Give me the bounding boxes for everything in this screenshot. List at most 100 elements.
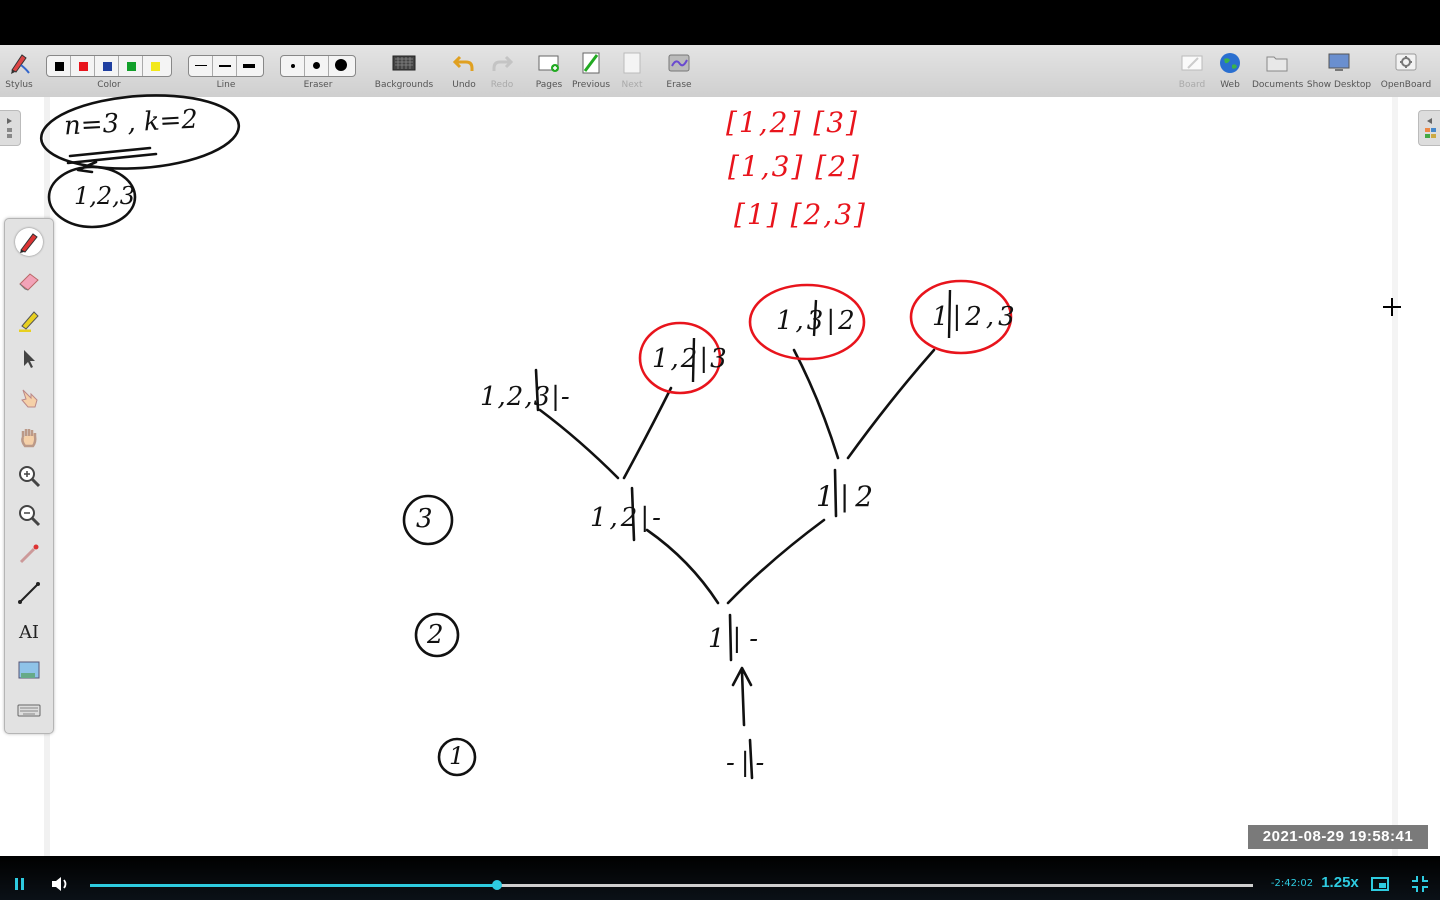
previous-page-button[interactable]: Previous (570, 45, 612, 97)
video-top-letterbox (0, 0, 1440, 45)
highlighter-tool-button[interactable] (15, 306, 43, 334)
previous-page-icon (582, 52, 600, 74)
seek-progress (90, 884, 498, 887)
playback-speed-button[interactable]: 1.25x (1321, 874, 1359, 891)
board-icon (1181, 55, 1203, 71)
tree-leaf-b: 1,2|3 (652, 344, 729, 374)
red-partition-1: [1,2] [3] (726, 106, 859, 139)
documents-button[interactable]: Documents (1252, 45, 1303, 97)
exit-fullscreen-button[interactable] (1409, 873, 1431, 895)
line-thin[interactable] (189, 56, 213, 76)
eraser-small[interactable] (281, 56, 305, 76)
tree-leaf-a: 1,2,3|- (480, 382, 571, 412)
right-panel-toggle[interactable] (1418, 110, 1440, 146)
zoom-in-icon (19, 466, 41, 488)
keyboard-tool-button[interactable] (15, 696, 43, 724)
hand-tool-button[interactable] (15, 423, 43, 451)
color-black[interactable] (47, 56, 71, 76)
eraser-size-selector[interactable] (280, 55, 356, 77)
tree-leaf-c: 1,3|2 (776, 306, 858, 336)
erase-icon (668, 54, 690, 72)
color-green[interactable] (119, 56, 143, 76)
show-desktop-button[interactable]: Show Desktop (1306, 45, 1372, 97)
remaining-time: -2:42:02 (1270, 878, 1314, 889)
capture-tool-button[interactable] (15, 657, 43, 685)
redo-icon (492, 55, 514, 71)
gear-icon (1395, 53, 1417, 71)
laser-pointer-tool-button[interactable] (15, 540, 43, 568)
tree-level1: 1|- (708, 624, 767, 654)
board-button[interactable]: Board (1174, 45, 1210, 97)
openboard-menu-button[interactable]: OpenBoard (1374, 45, 1438, 97)
interact-tool-button[interactable] (15, 384, 43, 412)
text-icon: AI (18, 621, 40, 643)
volume-button[interactable] (49, 873, 71, 895)
eraser-medium[interactable] (305, 56, 329, 76)
line-thick[interactable] (237, 56, 261, 76)
tree-root: -|- (726, 748, 771, 778)
keyboard-icon (17, 704, 41, 717)
video-player-bar (0, 856, 1440, 900)
color-blue[interactable] (95, 56, 119, 76)
recording-timestamp: 2021-08-29 19:58:41 (1248, 825, 1428, 849)
line-tool-button[interactable] (15, 579, 43, 607)
level-1-label: 1 (449, 742, 465, 770)
selector-tool-button[interactable] (15, 345, 43, 373)
stylus-tool[interactable]: Stylus (2, 45, 36, 97)
line-medium[interactable] (213, 56, 237, 76)
stylus-icon (11, 54, 30, 74)
pen-tool-button[interactable] (15, 228, 43, 256)
tree-level2-right: 1|2 (816, 480, 880, 513)
level-3-label: 3 (416, 504, 433, 534)
zoom-out-tool-button[interactable] (15, 501, 43, 529)
tree-leaf-d: 1|2,3 (932, 302, 1019, 332)
color-group: Color (46, 45, 172, 97)
zoom-in-tool-button[interactable] (15, 462, 43, 490)
seek-thumb[interactable] (492, 880, 503, 890)
canvas-right-border (1392, 97, 1398, 856)
eraser-tool-button[interactable] (15, 267, 43, 295)
eraser-large[interactable] (329, 56, 353, 76)
desktop-icon (1328, 53, 1350, 71)
next-page-button[interactable]: Next (614, 45, 650, 97)
tree-level2-left: 1,2|- (590, 503, 664, 533)
set-note: 1,2,3 (74, 182, 136, 210)
folder-icon (1266, 56, 1288, 72)
pointer-hand-icon (21, 389, 38, 408)
text-tool-button[interactable]: AI (15, 618, 43, 646)
chevron-left-icon (1425, 118, 1436, 138)
backgrounds-icon (392, 55, 416, 71)
globe-icon (1220, 53, 1240, 73)
laser-pointer-icon (19, 544, 39, 564)
eraser-icon (19, 273, 39, 291)
undo-icon (452, 55, 474, 71)
redo-button[interactable]: Redo (484, 45, 520, 97)
color-yellow[interactable] (143, 56, 167, 76)
selector-arrow-icon (24, 350, 35, 368)
capture-icon (18, 661, 40, 679)
erase-button[interactable]: Erase (660, 45, 698, 97)
line-icon (18, 582, 40, 604)
line-width-selector[interactable] (188, 55, 264, 77)
line-group: Line (188, 45, 264, 97)
web-button[interactable]: Web (1212, 45, 1248, 97)
picture-in-picture-button[interactable] (1369, 873, 1391, 895)
highlighter-icon (19, 311, 39, 332)
backgrounds-button[interactable]: Backgrounds (372, 45, 436, 97)
whiteboard-canvas[interactable] (0, 97, 1440, 856)
color-selector[interactable] (46, 55, 172, 77)
hand-icon (21, 429, 37, 448)
chevron-right-icon (7, 118, 12, 138)
tool-palette: AI (4, 218, 54, 734)
eraser-group: Eraser (280, 45, 356, 97)
pause-button[interactable] (9, 873, 31, 895)
seek-bar[interactable] (90, 880, 1253, 890)
level-2-label: 2 (427, 620, 444, 650)
openboard-toolbar: Stylus Color Line Eraser Backgrounds (0, 45, 1440, 98)
pages-icon (538, 55, 559, 72)
undo-button[interactable]: Undo (446, 45, 482, 97)
left-panel-toggle[interactable] (0, 110, 21, 146)
pages-button[interactable]: Pages (530, 45, 568, 97)
color-red[interactable] (71, 56, 95, 76)
pen-icon (20, 233, 38, 253)
